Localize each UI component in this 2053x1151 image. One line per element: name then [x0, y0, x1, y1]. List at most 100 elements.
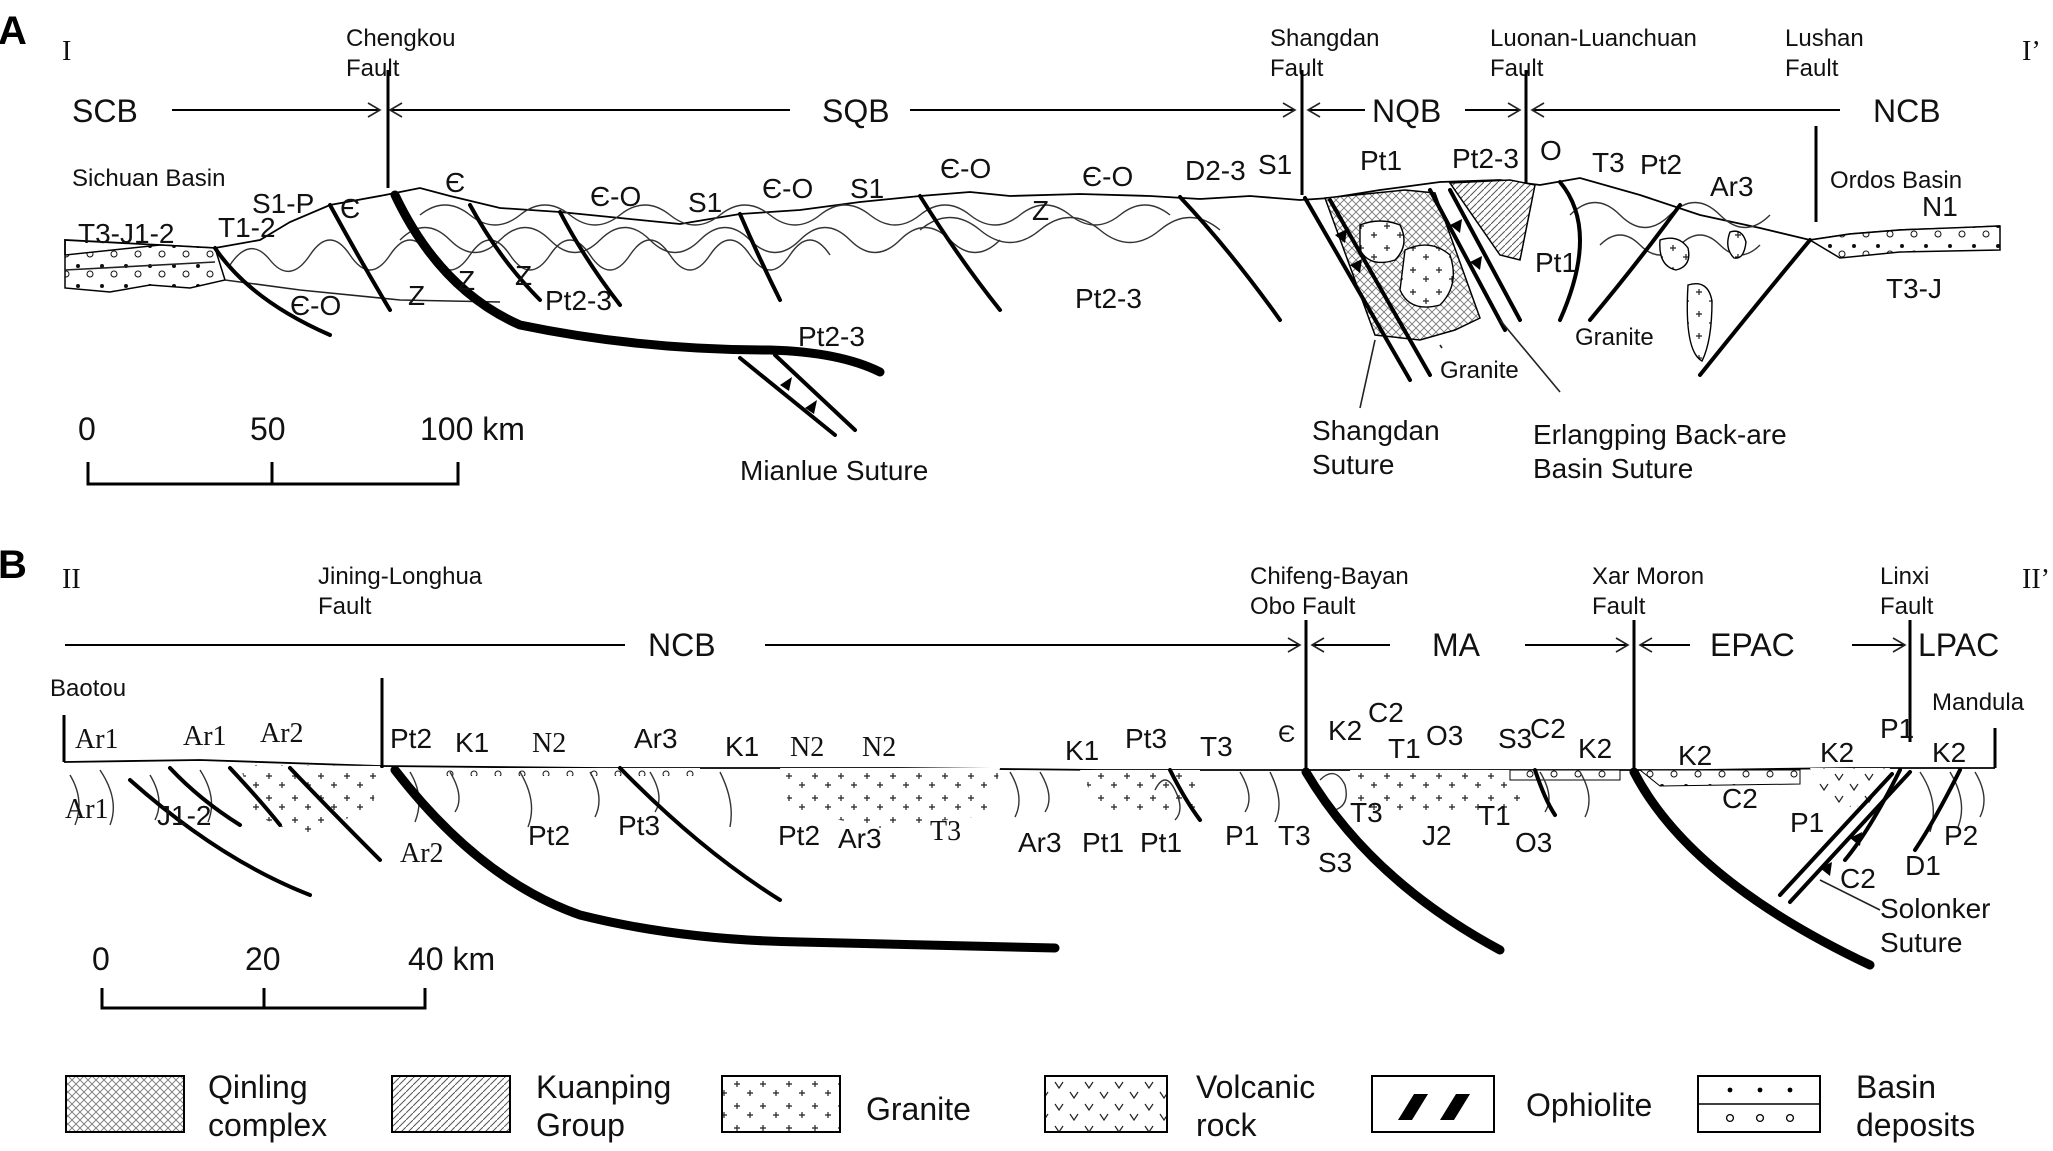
stratum-label: Є-O	[1082, 161, 1133, 192]
block-nqb: NQB	[1372, 93, 1441, 129]
geologic-section-a	[64, 177, 2001, 437]
scale-bar-a: 0 50 100 km	[78, 411, 525, 486]
stratum-label: Є	[445, 167, 465, 198]
stratum-label: S3	[1318, 847, 1352, 878]
stratum-label: Pt2-3	[545, 285, 612, 316]
main-detachment-b	[390, 765, 1060, 953]
strata-labels-a: T3-J1-2 T1-2 S1-P Є Є Є-O S1 Є-O S1 Є-O …	[72, 135, 1962, 384]
stratum-label: Pt2	[528, 820, 570, 851]
stratum-label: Pt2	[1640, 149, 1682, 180]
stratum-label: K1	[455, 727, 489, 758]
mianlue-suture-lines	[738, 353, 857, 437]
stratum-label: C2	[1368, 697, 1404, 728]
fault-name-jining-longhua: Jining-Longhua Fault	[318, 563, 489, 620]
stratum-label: T3	[930, 816, 961, 847]
legend-swatch	[391, 1075, 511, 1133]
strata-labels-b-bottom: Ar1 J1-2 Ar2 Pt2 Pt3 Pt2 Ar3 T3 Ar3 Pt1 …	[65, 783, 1978, 894]
stratum-label: N2	[790, 732, 824, 763]
basin-deposits-b2	[1638, 769, 1801, 787]
granite-intrusion-a3	[1659, 237, 1690, 271]
stratum-label: S1-P	[252, 188, 314, 219]
svg-text:Qinling complex: Qinling complex	[208, 1069, 327, 1143]
stratum-label: Ar3	[1710, 171, 1754, 202]
stratum-label: P1	[1880, 713, 1914, 744]
stratum-label: O3	[1426, 720, 1463, 751]
block-ncb-a: NCB	[1873, 93, 1941, 129]
stratum-label: Є-O	[290, 290, 341, 321]
stratum-label: Pt2	[390, 723, 432, 754]
geologic-section-b	[62, 678, 1997, 970]
stratum-label: Z	[515, 260, 532, 291]
fault-names-b: Jining-Longhua Fault Chifeng-Bayan Obo F…	[318, 563, 1934, 620]
section-start-label-b: II	[62, 564, 81, 595]
place-label-baotou: Baotou	[50, 675, 126, 702]
legend-item-basin-deposits: Basin deposits	[1697, 1069, 1975, 1143]
suture-label-erlangping: Erlangping Back-are Basin Suture	[1533, 419, 1794, 484]
fault-names-a: Chengkou Fault Shangdan Fault Luonan-Lua…	[346, 25, 1864, 82]
basin-label-ordos: Ordos Basin	[1830, 167, 1962, 194]
folded-strata-sqb	[229, 201, 1771, 272]
stratum-label: Ar1	[183, 721, 227, 752]
svg-text:Kuanping Group: Kuanping Group	[536, 1069, 680, 1143]
stratum-label: Ar2	[400, 838, 444, 869]
panel-a-label: A	[0, 9, 27, 53]
svg-text:Volcanic rock: Volcanic rock	[1196, 1069, 1324, 1143]
stratum-label: O	[1540, 135, 1562, 166]
granite-intrusion-a5	[1727, 230, 1747, 259]
suture-label-solonker: Solonker Suture	[1880, 893, 1998, 958]
svg-text:Granite: Granite	[866, 1091, 971, 1127]
place-label-mandula: Mandula	[1932, 689, 2025, 716]
basin-deposits-b1	[440, 768, 700, 776]
legend-swatch	[1371, 1075, 1495, 1133]
fault-name-luonan-luanchuan: Luonan-Luanchuan Fault	[1490, 25, 1704, 82]
thrust-faults-a	[213, 180, 1682, 337]
scale-tick-label: 20	[245, 941, 281, 977]
shangdan-suture-lines	[1303, 196, 1432, 382]
stratum-label: Є	[340, 193, 360, 224]
stratum-label: T3	[1278, 820, 1311, 851]
stratum-label: J1-2	[157, 800, 211, 831]
suture-labels-a: Mianlue Suture Shangdan Suture Erlangpin…	[740, 415, 1794, 486]
granite-zone-b4	[1350, 770, 1520, 812]
xar-moron-fault-trace	[1629, 767, 1875, 970]
section-end-label-a: I’	[2022, 36, 2041, 67]
stratum-label: Є	[1278, 721, 1295, 748]
stratum-label: Pt2-3	[1452, 143, 1519, 174]
basin-label-sichuan: Sichuan Basin	[72, 165, 225, 192]
stratum-label: Z	[1032, 195, 1049, 226]
stratum-label: Ar2	[260, 718, 304, 749]
stratum-label: Ar1	[65, 794, 109, 825]
stratum-label: P1	[1790, 807, 1824, 838]
legend-item-qinling-complex: Qinling complex	[65, 1069, 327, 1143]
scale-tick-label: 40 km	[408, 941, 495, 977]
section-start-label-a: I	[62, 36, 71, 67]
legend-swatch	[65, 1075, 185, 1133]
scale-tick-label: 50	[250, 411, 286, 447]
scale-tick-label: 0	[92, 941, 110, 977]
legend-swatch	[721, 1075, 841, 1133]
block-scb: SCB	[72, 93, 138, 129]
panel-a: A I I’ Chengkou Fault Shangdan Fault Luo…	[0, 9, 2041, 486]
granite-zone-b2	[780, 768, 1000, 828]
block-sqb: SQB	[822, 93, 890, 129]
stratum-label: Є-O	[762, 173, 813, 204]
solonker-suture-lines	[1778, 770, 1912, 904]
stratum-label: K2	[1678, 740, 1712, 771]
stratum-label: N1	[1922, 191, 1958, 222]
stratum-label: K1	[725, 731, 759, 762]
fault-name-chengkou: Chengkou Fault	[346, 25, 462, 82]
stratum-label: O3	[1515, 827, 1552, 858]
stratum-label: Pt1	[1360, 145, 1402, 176]
legend-item-volcanic-rock: Volcanic rock	[1044, 1069, 1324, 1143]
panel-b-label: B	[0, 543, 27, 587]
block-epac: EPAC	[1710, 627, 1795, 663]
stratum-label: T3-J	[1886, 273, 1942, 304]
legend-item-ophiolite: Ophiolite	[1371, 1075, 1652, 1133]
fault-name-xar-moron: Xar Moron Fault	[1592, 563, 1711, 620]
stratum-label: Ar3	[838, 823, 882, 854]
block-ncb-b: NCB	[648, 627, 716, 663]
sichuan-basin-deposits	[64, 244, 226, 293]
chifeng-bayan-fault-trace	[1301, 767, 1505, 955]
stratum-label: K2	[1932, 737, 1966, 768]
stratum-label: J2	[1422, 820, 1452, 851]
